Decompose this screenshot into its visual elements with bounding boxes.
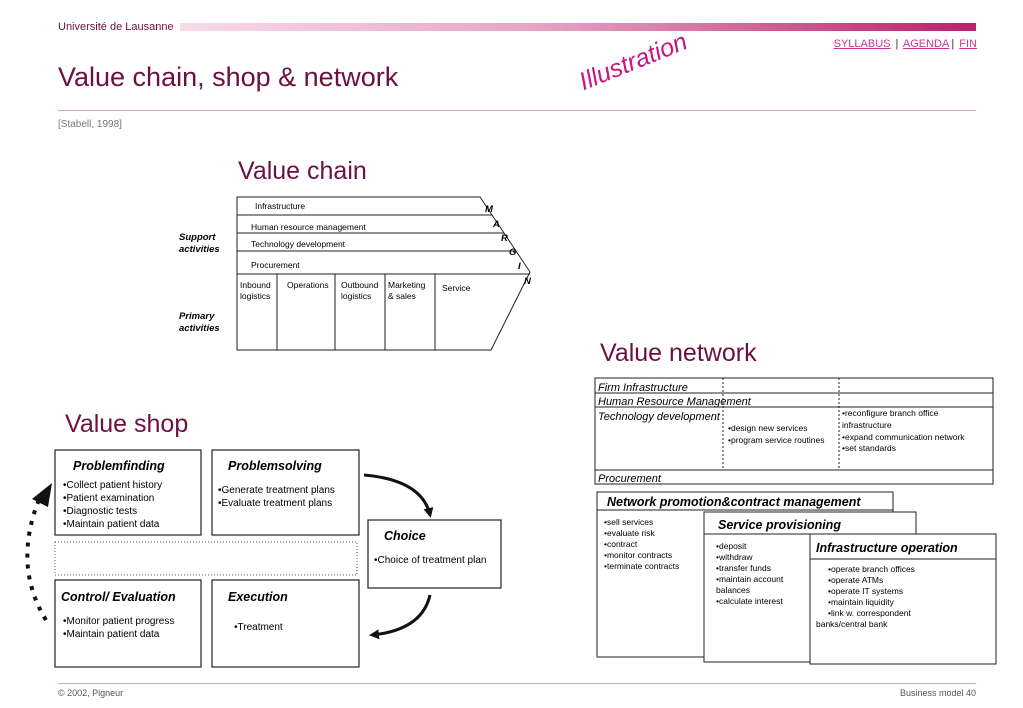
primary-col-service: Service [442,283,471,293]
primary-col-marketing-2: & sales [388,291,416,301]
control-item: •Maintain patient data [63,629,160,640]
primary-label-2: activities [179,323,220,334]
margin-letter-a: A [492,219,500,230]
primary-col-operations: Operations [287,280,329,290]
tech-right-4: •set standards [842,443,896,453]
university-name: Université de Lausanne [58,21,174,33]
nav-links: SYLLABUS | AGENDA| FIN [833,38,977,50]
footer-page-number: Business model 40 [899,688,976,698]
shop-middle-band [54,541,358,576]
primary-col-marketing-1: Marketing [388,280,426,290]
primary-label-1: Primary [179,311,215,322]
value-shop-heading: Value shop [65,410,189,438]
support-row-procurement: Procurement [251,260,300,270]
illustration-stamp: Illustration [575,27,692,97]
problemsolving-title: Problemsolving [228,459,322,473]
shop-box-execution [211,579,360,668]
value-shop-diagram: Problemfinding •Collect patient history … [25,449,502,668]
problemfinding-item: •Maintain patient data [63,519,160,530]
tech-mid-2: •program service routines [728,435,825,445]
support-row-tech: Technology development [251,239,346,249]
value-network-diagram: Firm Infrastructure Human Resource Manag… [594,377,997,665]
nav-link-syllabus[interactable]: SYLLABUS [833,38,891,50]
header-divider [58,110,976,111]
network-row-firm: Firm Infrastructure [598,382,688,394]
network-box-infrastructure [809,533,997,665]
dotted-loop-arrowhead [32,483,52,507]
margin-letter-n: N [524,276,532,287]
execution-item: •Treatment [234,622,283,633]
service-item: •calculate interest [716,596,783,606]
tech-right-1: •reconfigure branch office [842,408,939,418]
nav-link-agenda[interactable]: AGENDA [902,38,950,50]
support-label-2: activities [179,244,220,255]
network-row-procurement: Procurement [598,473,662,485]
tech-right-2: infrastructure [842,420,892,430]
support-row-infrastructure: Infrastructure [255,201,305,211]
infrastructure-item: •maintain liquidity [828,597,895,607]
network-box-infrastructure-title: Infrastructure operation [816,541,958,555]
execution-title: Execution [228,590,288,604]
value-network-heading: Value network [600,339,757,367]
network-box-promotion-title: Network promotion&contract management [607,495,861,509]
problemfinding-item: •Diagnostic tests [63,506,137,517]
value-chain-heading: Value chain [238,157,367,185]
value-chain-outline [236,196,531,351]
promotion-item: •terminate contracts [604,561,679,571]
choice-title: Choice [384,529,426,543]
footer-copyright: © 2002, Pigneur [58,688,124,698]
citation: [Stabell, 1998] [58,119,122,130]
support-row-hrm: Human resource management [251,222,366,232]
shop-box-control [54,579,202,668]
service-item: •transfer funds [716,563,771,573]
primary-col-inbound-1: Inbound [240,280,271,290]
dotted-loop-arrow [25,496,48,622]
shop-box-problemsolving [211,449,360,536]
promotion-item: •monitor contracts [604,550,672,560]
margin-letter-r: R [501,233,508,244]
footer-divider [58,683,976,684]
service-item: •maintain account [716,574,784,584]
infrastructure-item: •operate branch offices [828,564,915,574]
margin-letter-g: G [509,247,517,258]
shop-box-choice [367,519,502,589]
network-row-hrm: Human Resource Management [598,396,752,408]
problemfinding-item: •Patient examination [63,493,154,504]
infrastructure-item: •operate ATMs [828,575,883,585]
shop-box-problemfinding [54,449,202,536]
control-item: •Monitor patient progress [63,616,174,627]
margin-letter-m: M [485,204,494,215]
promotion-item: •sell services [604,517,653,527]
arrow-to-execution [369,594,432,640]
nav-link-fin[interactable]: FIN [959,38,977,50]
promotion-item: •contract [604,539,638,549]
network-box-service-title: Service provisioning [718,518,841,532]
primary-col-outbound-1: Outbound [341,280,379,290]
tech-right-3: •expand communication network [842,432,965,442]
margin-letter-i: I [518,261,521,272]
page-title: Value chain, shop & network [58,62,399,92]
control-title: Control/ Evaluation [61,590,176,604]
service-item: balances [716,585,750,595]
value-chain-diagram: Support activities Primary activities In… [179,196,532,351]
choice-item: •Choice of treatment plan [374,555,486,566]
service-item: •withdraw [716,552,753,562]
problemfinding-item: •Collect patient history [63,480,162,491]
problemsolving-item: •Evaluate treatment plans [218,498,332,509]
primary-col-inbound-2: logistics [240,291,270,301]
network-row-tech: Technology development [598,411,721,423]
promotion-item: •evaluate risk [604,528,655,538]
problemfinding-title: Problemfinding [73,459,165,473]
network-support-grid [594,377,994,485]
support-label-1: Support [179,232,216,243]
header-color-bar [180,23,976,31]
problemsolving-item: •Generate treatment plans [218,485,335,496]
infrastructure-item: •link w. correspondent [828,608,911,618]
arrow-to-choice [363,473,434,518]
service-item: •deposit [716,541,747,551]
tech-mid-1: •design new services [728,423,808,433]
infrastructure-item: banks/central bank [816,619,888,629]
infrastructure-item: •operate IT systems [828,586,903,596]
primary-col-outbound-2: logistics [341,291,371,301]
